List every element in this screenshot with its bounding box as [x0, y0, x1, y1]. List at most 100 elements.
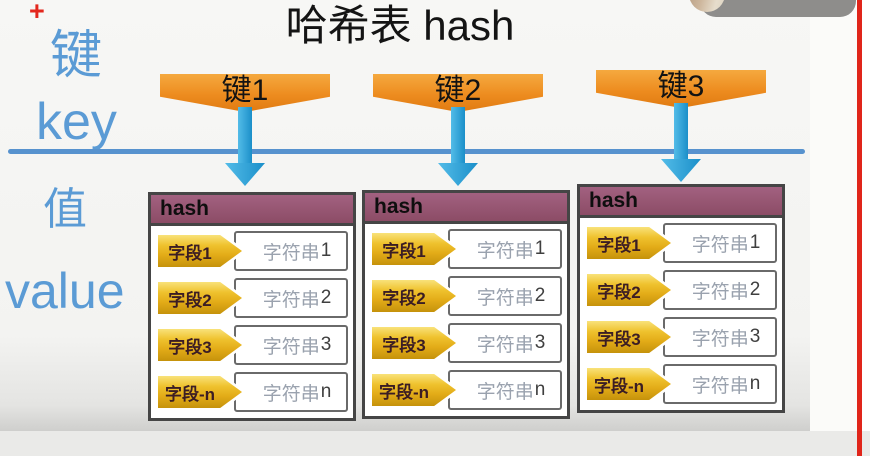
field-tag: 字段-n — [156, 374, 246, 410]
value-suffix: 2 — [534, 285, 546, 306]
key-banner-2: 键2 — [373, 74, 543, 112]
field-tag: 字段2 — [585, 272, 675, 308]
field-tag-label: 字段-n — [587, 368, 671, 400]
value-suffix: 3 — [534, 332, 546, 353]
down-arrow-icon — [661, 103, 701, 182]
value-text: 字符串 — [476, 381, 534, 403]
value-text: 字符串 — [262, 383, 320, 405]
field-tag-label: 字段-n — [372, 374, 456, 406]
page-title: 哈希表 hash — [285, 2, 515, 49]
key-banner-3: 键3 — [596, 70, 766, 108]
value-suffix: n — [320, 381, 332, 402]
label-key-cn: 键 — [50, 27, 103, 85]
field-tag: 字段1 — [156, 233, 246, 269]
field-tag-label: 字段-n — [158, 376, 242, 408]
value-suffix: 1 — [320, 240, 332, 261]
field-tag-label: 字段1 — [158, 235, 242, 267]
webcam-overlay — [700, 0, 856, 17]
field-tag: 字段3 — [370, 325, 460, 361]
value-text: 字符串 — [691, 328, 749, 350]
slide-background: + 哈希表 hash 键 key 值 value 键1 键2 键3 — [0, 0, 810, 431]
hash-table-header: hash — [365, 193, 567, 224]
key-banner-label: 键3 — [657, 70, 705, 103]
label-key-en: key — [36, 93, 117, 151]
value-suffix: 3 — [320, 334, 332, 355]
key-banner-label: 键2 — [434, 74, 482, 107]
value-text: 字符串 — [262, 289, 320, 311]
field-tag: 字段-n — [585, 366, 675, 402]
value-suffix: 2 — [320, 287, 332, 308]
field-tag-label: 字段2 — [372, 280, 456, 312]
field-tag: 字段1 — [585, 225, 675, 261]
label-value-cn: 值 — [43, 185, 87, 234]
label-value-en: value — [5, 263, 125, 319]
value-text: 字符串 — [691, 234, 749, 256]
hash-table-header: hash — [151, 195, 353, 226]
value-text: 字符串 — [476, 334, 534, 356]
red-border-line — [857, 0, 862, 456]
value-text: 字符串 — [691, 281, 749, 303]
value-text: 字符串 — [262, 242, 320, 264]
value-suffix: n — [534, 379, 546, 400]
field-tag-label: 字段3 — [587, 321, 671, 353]
hash-table-header: hash — [580, 187, 782, 218]
value-text: 字符串 — [691, 375, 749, 397]
field-tag: 字段3 — [585, 319, 675, 355]
field-tag-label: 字段2 — [158, 282, 242, 314]
plus-annotation-icon: + — [29, 0, 45, 26]
down-arrow-icon — [438, 107, 478, 186]
field-tag: 字段2 — [156, 280, 246, 316]
field-tag-label: 字段1 — [587, 227, 671, 259]
value-suffix: 1 — [534, 238, 546, 259]
presenter-avatar — [689, 0, 725, 12]
value-suffix: 2 — [749, 279, 761, 300]
value-suffix: n — [749, 373, 761, 394]
down-arrow-icon — [225, 107, 265, 186]
field-tag: 字段2 — [370, 278, 460, 314]
right-gutter — [810, 0, 857, 431]
field-tag-label: 字段1 — [372, 233, 456, 265]
key-value-divider — [8, 149, 805, 154]
key-banner-1: 键1 — [160, 74, 330, 112]
value-suffix: 3 — [749, 326, 761, 347]
field-tag-label: 字段3 — [158, 329, 242, 361]
field-tag: 字段1 — [370, 231, 460, 267]
field-tag: 字段3 — [156, 327, 246, 363]
field-tag-label: 字段2 — [587, 274, 671, 306]
value-text: 字符串 — [476, 240, 534, 262]
value-suffix: 1 — [749, 232, 761, 253]
bottom-strip — [0, 431, 870, 456]
field-tag-label: 字段3 — [372, 327, 456, 359]
